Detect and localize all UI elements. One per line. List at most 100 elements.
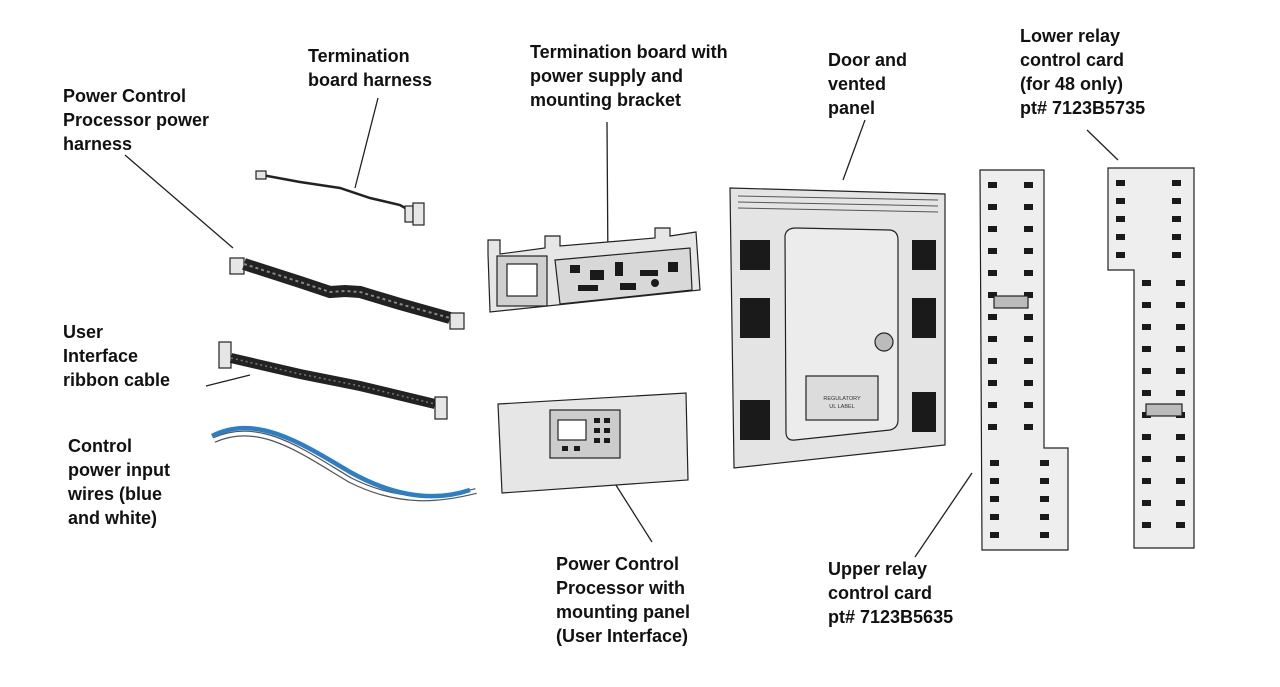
label-line: Upper relay: [828, 559, 928, 579]
relay-component: [1176, 324, 1185, 330]
relay-component: [1142, 280, 1151, 286]
relay-component: [1176, 478, 1185, 484]
termination-board-part: [487, 227, 701, 313]
pcp-mounting-panel-part: [497, 392, 689, 494]
pcp-power-harness-part: [229, 257, 465, 330]
label-ui-ribbon-cable: User Interface ribbon cable: [63, 320, 170, 392]
relay-component: [1116, 252, 1125, 258]
relay-component: [990, 496, 999, 502]
relay-component: [990, 460, 999, 466]
relay-component: [1176, 302, 1185, 308]
label-line: panel: [828, 98, 876, 118]
relay-component: [1040, 460, 1049, 466]
control-power-wires-part: [210, 425, 477, 502]
door-panel-part: REGULATORY UL LABEL: [729, 187, 946, 469]
relay-component: [988, 270, 997, 276]
relay-component: [1040, 478, 1049, 484]
label-line: Power Control: [63, 86, 187, 106]
label-line: Lower relay: [1020, 26, 1121, 46]
leader-pcp-power-harness: [124, 154, 234, 249]
relay-component: [988, 402, 997, 408]
label-line: control card: [1020, 50, 1125, 70]
relay-component: [1142, 302, 1151, 308]
relay-component: [1172, 216, 1181, 222]
relay-component: [1116, 234, 1125, 240]
relay-component: [1024, 292, 1033, 298]
leader-door-panel: [842, 119, 866, 181]
label-lower-relay: Lower relay control card (for 48 only) p…: [1020, 24, 1145, 120]
label-termination-harness: Termination board harness: [308, 44, 432, 92]
relay-component: [1024, 248, 1033, 254]
relay-component: [1116, 198, 1125, 204]
leader-ui-cable: [205, 374, 251, 387]
relay-component: [1024, 358, 1033, 364]
leader-pcp-panel: [613, 481, 653, 543]
relay-component: [1142, 346, 1151, 352]
relay-component: [1024, 424, 1033, 430]
relay-component: [988, 380, 997, 386]
relay-component: [1024, 204, 1033, 210]
leader-termination-harness: [354, 97, 379, 189]
label-line: User: [63, 322, 104, 342]
label-line: Control: [68, 436, 132, 456]
label-line: (for 48 only): [1020, 74, 1124, 94]
relay-component: [988, 358, 997, 364]
relay-component: [1116, 180, 1125, 186]
leader-lines: [124, 97, 1119, 558]
relay-component: [1024, 336, 1033, 342]
label-line: power supply and: [530, 66, 684, 86]
label-line: power input: [68, 460, 170, 480]
upper-relay-card-part: [979, 169, 1069, 551]
relay-component: [1040, 532, 1049, 538]
relay-component: [1142, 324, 1151, 330]
relay-component: [1172, 252, 1181, 258]
relay-component: [1142, 368, 1151, 374]
relay-component: [1040, 496, 1049, 502]
label-line: Interface: [63, 346, 139, 366]
label-line: Processor power: [63, 110, 210, 130]
relay-component: [1142, 456, 1151, 462]
relay-component: [1024, 182, 1033, 188]
relay-component: [1176, 346, 1185, 352]
label-line: harness: [63, 134, 133, 154]
label-line: pt# 7123B5635: [828, 607, 954, 627]
relay-component: [1024, 226, 1033, 232]
label-line: control card: [828, 583, 933, 603]
label-line: and white): [68, 508, 157, 528]
termination-harness-part: [255, 170, 425, 226]
relay-component: [1142, 434, 1151, 440]
label-line: wires (blue: [68, 484, 163, 504]
label-control-power-wires: Control power input wires (blue and whit…: [68, 434, 170, 530]
label-line: Termination: [308, 46, 410, 66]
relay-component: [988, 248, 997, 254]
relay-component: [990, 478, 999, 484]
relay-component: [1142, 478, 1151, 484]
leader-lower-relay: [1086, 129, 1119, 161]
label-line: ribbon cable: [63, 370, 171, 390]
relay-component: [990, 532, 999, 538]
relay-component: [1172, 180, 1181, 186]
label-line: Termination board with: [530, 42, 728, 62]
label-upper-relay: Upper relay control card pt# 7123B5635: [828, 557, 953, 629]
relay-component: [988, 182, 997, 188]
relay-component: [988, 204, 997, 210]
relay-component: [1040, 514, 1049, 520]
label-line: Power Control: [556, 554, 680, 574]
relay-component: [1172, 198, 1181, 204]
door-sticker-line2: UL LABEL: [829, 404, 854, 410]
relay-component: [1176, 500, 1185, 506]
label-line: (User Interface): [556, 626, 689, 646]
lower-relay-card-part: [1107, 167, 1195, 549]
label-line: mounting bracket: [530, 90, 682, 110]
label-line: pt# 7123B5735: [1020, 98, 1146, 118]
relay-component: [1024, 314, 1033, 320]
relay-component: [988, 226, 997, 232]
ui-ribbon-cable-part: [218, 341, 448, 420]
relay-component: [1176, 434, 1185, 440]
relay-component: [1176, 280, 1185, 286]
relay-component: [988, 336, 997, 342]
relay-component: [1176, 390, 1185, 396]
label-line: vented: [828, 74, 887, 94]
